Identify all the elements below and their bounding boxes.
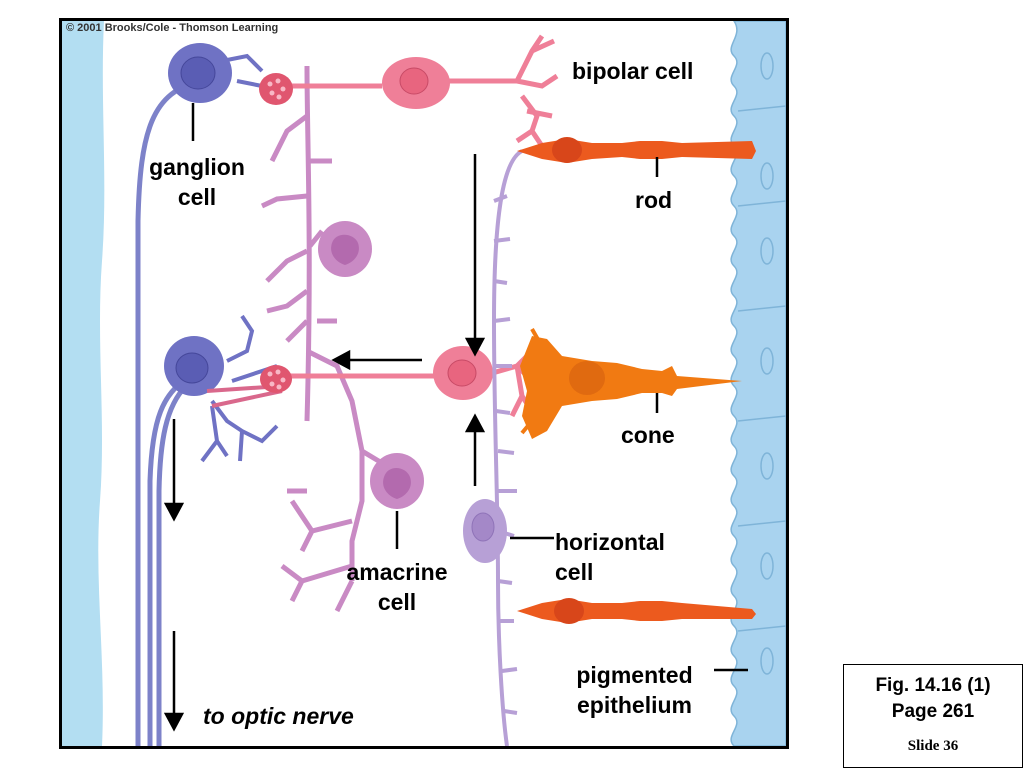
- figure-caption-box: Fig. 14.16 (1) Page 261 Slide 36: [843, 664, 1023, 768]
- label-pigmented-line2: epithelium: [576, 692, 692, 718]
- inner-limiting-membrane: [62, 21, 105, 746]
- label-cone: cone: [621, 422, 675, 448]
- amacrine-cells: [260, 65, 424, 613]
- label-bipolar-cell: bipolar cell: [572, 58, 694, 84]
- rods: [517, 137, 756, 624]
- label-amacrine-line1: amacrine: [346, 559, 448, 585]
- copyright-notice: © 2001 Brooks/Cole - Thomson Learning: [66, 22, 279, 34]
- slide-number: Slide 36: [907, 738, 959, 754]
- label-ganglion-cell: ganglion cell: [142, 152, 252, 212]
- label-horizontal-line1: horizontal: [555, 529, 665, 555]
- label-rod: rod: [635, 187, 673, 213]
- horizontal-cell: [463, 149, 524, 746]
- label-pigmented-epithelium: pigmented epithelium: [562, 660, 707, 720]
- page-number: Page 261: [891, 701, 975, 722]
- label-ganglion-line2: cell: [177, 184, 217, 210]
- label-amacrine-cell: amacrine cell: [334, 557, 460, 617]
- label-to-optic-nerve: to optic nerve: [203, 703, 354, 729]
- label-ganglion-line1: ganglion: [149, 154, 245, 180]
- figure-number: Fig. 14.16 (1): [875, 675, 991, 696]
- ganglion-cells: [164, 43, 283, 463]
- cone: [520, 328, 742, 439]
- label-leaders: [191, 103, 748, 672]
- retina-diagram: © 2001 Brooks/Cole - Thomson Learning bi…: [59, 18, 789, 749]
- label-pigmented-line1: pigmented: [576, 662, 693, 688]
- pigmented-epithelium: [730, 21, 786, 746]
- label-horizontal-cell: horizontal cell: [555, 527, 665, 587]
- bipolar-cells: [206, 34, 559, 418]
- label-amacrine-line2: cell: [377, 589, 417, 615]
- retina-illustration: [62, 21, 786, 746]
- signal-arrows: [163, 154, 486, 732]
- label-horizontal-line2: cell: [555, 559, 594, 585]
